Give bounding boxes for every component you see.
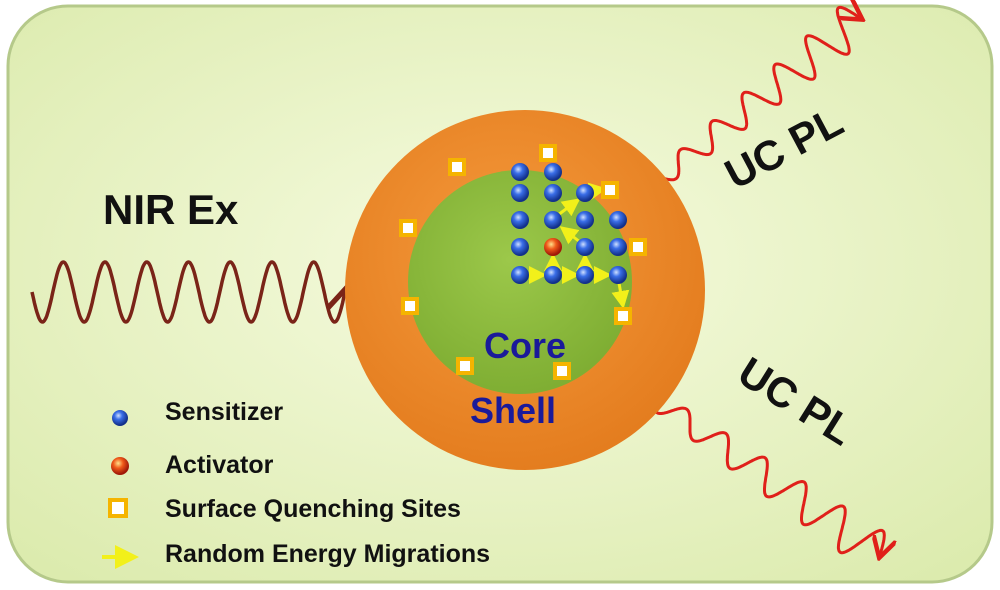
shell-label: Shell [470, 390, 556, 431]
yellow-square-icon [108, 498, 128, 518]
quenching-site [601, 181, 619, 199]
blue-sphere-icon [112, 410, 128, 426]
nir-excitation-wave [30, 260, 345, 324]
sensitizer-ion [544, 184, 562, 202]
legend-migrations: Random Energy Migrations [165, 540, 490, 568]
nir-ex-label: NIR Ex [103, 186, 239, 233]
sensitizer-ion [576, 211, 594, 229]
activator-ion [544, 238, 562, 256]
quenching-site [399, 219, 417, 237]
quenching-site [614, 307, 632, 325]
energy-migration-arrow [557, 198, 581, 217]
sensitizer-ion [544, 266, 562, 284]
quenching-site [553, 362, 571, 380]
sensitizer-ion [576, 266, 594, 284]
red-sphere-icon [111, 457, 129, 475]
sensitizer-ion [609, 211, 627, 229]
quenching-site [629, 238, 647, 256]
sensitizer-ion [544, 211, 562, 229]
sensitizer-ion [511, 163, 529, 181]
quenching-site [539, 144, 557, 162]
quenching-site [456, 357, 474, 375]
energy-migration-arrow [611, 282, 630, 309]
sensitizer-ion [511, 238, 529, 256]
legend-quenching: Surface Quenching Sites [165, 495, 461, 523]
energy-migration-arrow [559, 226, 581, 245]
legend: Sensitizer Activator Surface Quenching S… [102, 398, 490, 569]
sensitizer-ion [511, 211, 529, 229]
sensitizer-ion [576, 184, 594, 202]
quenching-site [448, 158, 466, 176]
quenching-site [401, 297, 419, 315]
sensitizer-ion [609, 238, 627, 256]
legend-activator: Activator [165, 451, 274, 479]
sensitizer-ion [609, 266, 627, 284]
sensitizer-ion [511, 266, 529, 284]
uc-pl-wave-bottom [650, 397, 884, 555]
sensitizer-ion [544, 163, 562, 181]
sensitizer-ion [576, 238, 594, 256]
legend-sensitizer: Sensitizer [165, 398, 283, 426]
uc-pl-wave-top [661, 7, 860, 182]
core-label: Core [484, 325, 566, 366]
sensitizer-ion [511, 184, 529, 202]
